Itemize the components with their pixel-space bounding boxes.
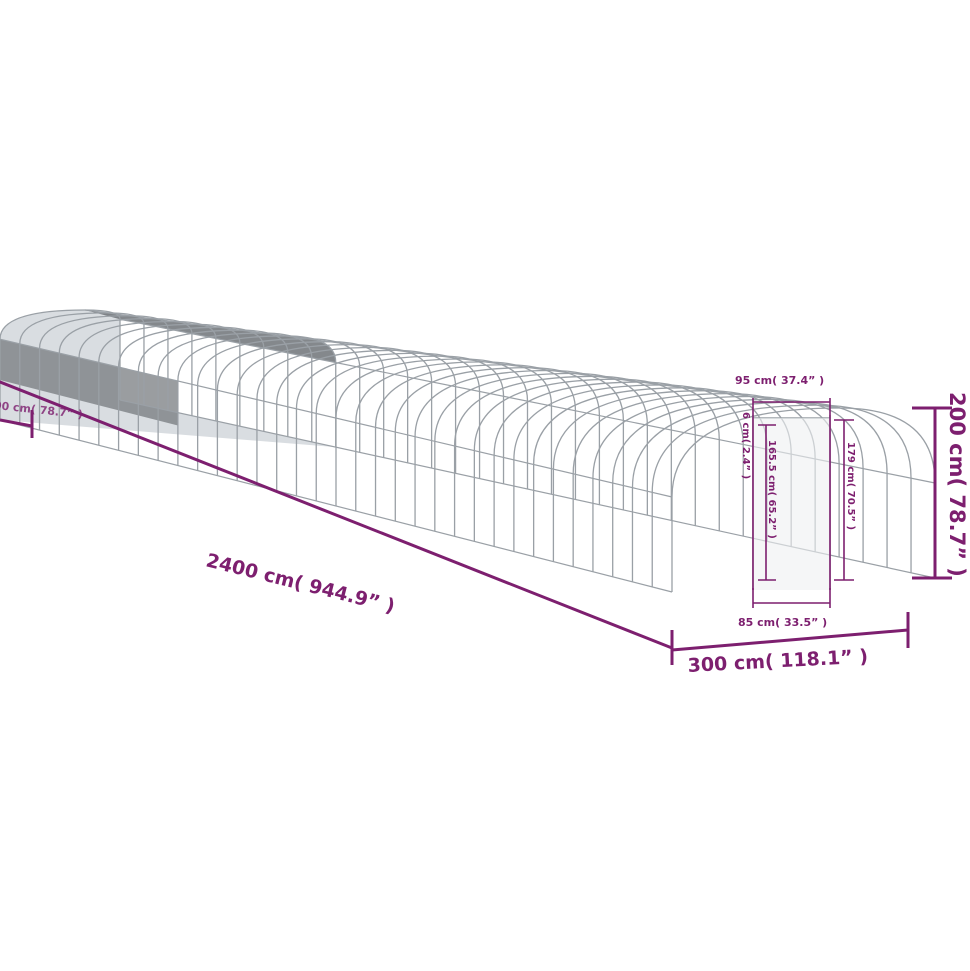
frame-rail (0, 338, 673, 498)
frame-arch (394, 366, 601, 522)
door-height-label: 165.5 cm( 65.2” ) (766, 440, 777, 539)
frame-arch (78, 320, 217, 441)
length-dimension-line (0, 380, 673, 650)
frame-arch (612, 398, 864, 577)
frame-arch (117, 326, 265, 451)
frame-arch (0, 309, 121, 420)
door-frame-height-label: 179 cm( 70.5” ) (845, 442, 856, 530)
frame-arch (157, 332, 313, 461)
door-top-width-label: 95 cm( 37.4” ) (735, 374, 824, 387)
width-dimension-line (671, 628, 909, 652)
cover-side (0, 339, 178, 426)
length-label: 2400 cm( 944.9” ) (204, 550, 397, 618)
frame-arch (256, 346, 433, 486)
frame-arch (216, 341, 385, 476)
frame-arch (335, 358, 529, 506)
frame-arch (453, 375, 672, 537)
door-bottom-width-label: 85 cm( 33.5” ) (738, 616, 827, 629)
frame-arch (355, 361, 553, 512)
frame-arch (434, 372, 649, 532)
frame-arch (493, 381, 720, 547)
frame-arch (196, 338, 361, 471)
frame-arch (295, 352, 481, 496)
height-label: 200 cm( 78.7” ) (945, 392, 969, 577)
frame-arch (58, 317, 193, 436)
width-label: 300 cm( 118.1” ) (687, 646, 868, 677)
frame-arch (651, 404, 912, 587)
frame-arch (592, 395, 840, 572)
frame-arch (315, 355, 505, 501)
frame-arch (513, 384, 744, 552)
frame-arch (38, 315, 169, 431)
frame-arch (236, 343, 409, 481)
frame-rail (0, 419, 673, 593)
cover-height-line (0, 418, 33, 428)
frame-rail (84, 309, 841, 409)
frame-arch (473, 378, 696, 542)
cover-height-label: 200 cm( 78.7” ) (0, 398, 83, 421)
door-frame-label: 6 cm( 2.4” ) (740, 412, 751, 479)
frame-arch (414, 369, 625, 527)
frame-arch (137, 329, 289, 456)
